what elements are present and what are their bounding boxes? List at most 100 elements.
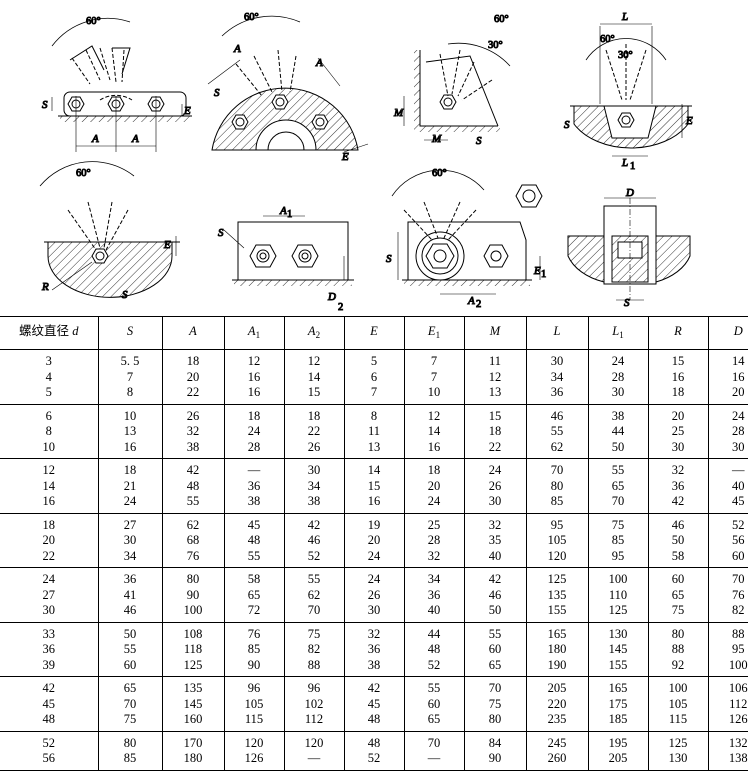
cell-value: 60 <box>99 658 162 674</box>
dim-label: E <box>163 239 171 251</box>
column-header-symbol: L <box>554 324 561 338</box>
cell-value: 60 <box>405 697 464 713</box>
nut-icon <box>312 115 328 129</box>
column-header-symbol: A <box>308 324 316 338</box>
cell-value: 70 <box>285 603 344 619</box>
cell-value: 10 <box>99 409 162 425</box>
cell-value: 190 <box>527 658 588 674</box>
cell-value: 20 <box>649 409 708 425</box>
cell-value: 30 <box>527 354 588 370</box>
cell-value: 90 <box>225 658 284 674</box>
column-header-symbol: D <box>734 324 743 338</box>
cell-value: 80 <box>163 572 224 588</box>
cell-value: 105 <box>649 697 708 713</box>
cell-value: 38 <box>345 658 404 674</box>
cell-value: 85 <box>99 751 162 767</box>
cell-value: 38 <box>285 494 344 510</box>
cell-value: 30 <box>0 603 98 619</box>
cell-value: 70 <box>589 494 648 510</box>
nut-icon <box>484 245 508 267</box>
cell-value: 132 <box>709 736 748 752</box>
angle-label: 60° <box>494 14 509 25</box>
cell-value: — <box>225 463 284 479</box>
figure-area: 60° S E A A 60° A A <box>0 0 748 316</box>
cell-value: 65 <box>99 681 162 697</box>
cell-value: 5. 5 <box>99 354 162 370</box>
angle-label: 60° <box>86 16 101 27</box>
cell-value: 60 <box>649 572 708 588</box>
dim-label: 2 <box>338 302 343 313</box>
cell-value: 245 <box>527 736 588 752</box>
cell-value: 62 <box>527 440 588 456</box>
cell-value: 135 <box>163 681 224 697</box>
cell-value: 36 <box>225 479 284 495</box>
cell-value: 8 <box>345 409 404 425</box>
cell-value: 90 <box>163 588 224 604</box>
cell-value: 8 <box>99 385 162 401</box>
cell-value: 115 <box>649 712 708 728</box>
dim-label: E <box>685 115 693 127</box>
nut-icon <box>516 185 542 207</box>
cell-value: 14 <box>709 354 748 370</box>
cell-value: 34 <box>285 479 344 495</box>
cell-value: 27 <box>0 588 98 604</box>
angle-label: 60° <box>244 12 259 23</box>
cell-value: 18 <box>99 463 162 479</box>
figure-row-nuts <box>52 18 192 152</box>
cell-value: 12 <box>465 370 526 386</box>
cell-value: 48 <box>345 712 404 728</box>
cell-value: — <box>405 751 464 767</box>
cell-value: 55 <box>589 463 648 479</box>
cell-value: 36 <box>649 479 708 495</box>
cell-value: 108 <box>163 627 224 643</box>
cell-value: 13 <box>345 440 404 456</box>
cell-value: 12 <box>0 463 98 479</box>
dim-label: A <box>233 43 241 55</box>
cell-value: 16 <box>225 370 284 386</box>
cell-value: 185 <box>589 712 648 728</box>
cell-value: 120 <box>225 736 284 752</box>
cell-value: 22 <box>163 385 224 401</box>
cell-value: 260 <box>527 751 588 767</box>
figure-two-nuts <box>224 216 354 286</box>
cell-value: 5 <box>0 385 98 401</box>
column-header: A <box>162 317 224 350</box>
cell-value: 95 <box>709 642 748 658</box>
cell-value: 112 <box>285 712 344 728</box>
cell-value: 50 <box>589 440 648 456</box>
nut-icon <box>250 245 276 267</box>
cell-value: 75 <box>99 712 162 728</box>
column-header: S <box>98 317 162 350</box>
cell-value: 20 <box>709 385 748 401</box>
